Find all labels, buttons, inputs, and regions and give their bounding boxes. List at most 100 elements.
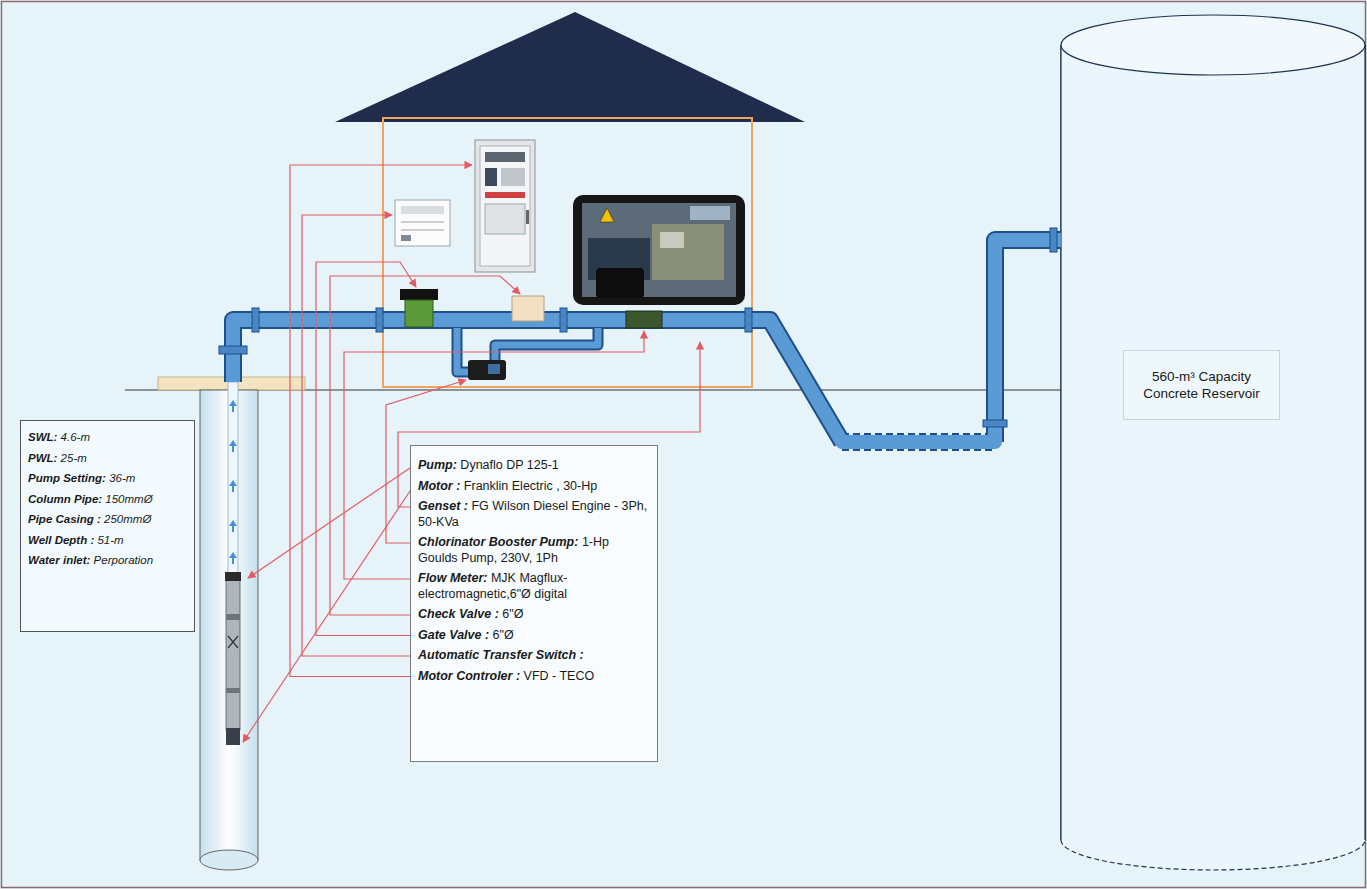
- spec-value: 250mmØ: [101, 513, 152, 525]
- spec-line: Pump: Dynaflo DP 125-1: [418, 458, 649, 474]
- spec-label: Automatic Transfer Switch :: [418, 648, 584, 662]
- check-valve: [512, 296, 544, 321]
- column-pipe: [228, 382, 238, 574]
- submersible-pump: [226, 580, 240, 730]
- spec-line: Pump Setting: 36-m: [28, 471, 188, 486]
- pump-band: [225, 572, 241, 581]
- gate-valve-cap: [400, 289, 438, 300]
- reservoir-name: 560-m³ Capacity Concrete Reservoir: [1132, 368, 1271, 402]
- spec-line: Motor : Franklin Electric , 30-Hp: [418, 479, 649, 495]
- spec-label: Gate Valve :: [418, 628, 489, 642]
- spec-line: Water inlet: Perporation: [28, 553, 188, 568]
- gate-valve: [405, 300, 433, 327]
- spec-label: Well Depth :: [28, 534, 94, 546]
- panel-part: [485, 152, 525, 162]
- spec-value: 25-m: [57, 452, 86, 464]
- spec-label: PWL:: [28, 452, 57, 464]
- reservoir-label: 560-m³ Capacity Concrete Reservoir: [1123, 350, 1280, 420]
- genset-photo: [582, 203, 736, 297]
- reservoir-body: [1061, 45, 1365, 840]
- leader-line: [243, 487, 413, 743]
- spec-label: Flow Meter:: [418, 571, 487, 585]
- spec-label: Pump:: [418, 458, 457, 472]
- panel-part: [485, 204, 525, 234]
- spec-value: 150mmØ: [102, 493, 153, 505]
- spec-value: Perporation: [90, 554, 153, 566]
- spec-line: Automatic Transfer Switch :: [418, 648, 649, 664]
- flow-arrow: [229, 552, 237, 564]
- switch-part: [401, 230, 444, 231]
- panel-part: [485, 168, 497, 186]
- switch-part: [401, 235, 411, 241]
- cabinet-door: [480, 146, 530, 266]
- control-panel: [475, 140, 535, 272]
- spec-line: Well Depth : 51-m: [28, 533, 188, 548]
- reservoir-side: [1061, 45, 1365, 840]
- spec-label: SWL:: [28, 431, 57, 443]
- pipe-flange: [376, 308, 383, 332]
- branch-pipe: [495, 328, 598, 362]
- panel-part: [501, 168, 525, 186]
- spec-value: Dynaflo DP 125-1: [457, 458, 559, 472]
- reservoir-side: [1061, 45, 1365, 840]
- house-roof: [335, 12, 805, 122]
- branch-pipe-outline: [495, 328, 598, 362]
- reservoir: [1061, 15, 1365, 870]
- control-cabinet: [475, 140, 535, 272]
- spec-value: 51-m: [94, 534, 123, 546]
- genset: [573, 195, 745, 305]
- well-bottom: [200, 850, 258, 870]
- spec-value: 36-m: [106, 472, 135, 484]
- spec-label: Pump Setting:: [28, 472, 106, 484]
- pipe-flange: [252, 308, 259, 332]
- spec-line: Genset : FG Wilson Diesel Engine - 3Ph, …: [418, 499, 649, 530]
- spec-line: Pipe Casing : 250mmØ: [28, 512, 188, 527]
- pump-band: [226, 688, 240, 693]
- spec-label: Motor Controler :: [418, 669, 520, 683]
- equipment-list-box: Pump: Dynaflo DP 125-1Motor : Franklin E…: [410, 445, 658, 762]
- switch-part: [401, 206, 444, 214]
- reservoir-top: [1061, 15, 1365, 75]
- flow-arrow: [229, 400, 237, 412]
- pipe-flange: [745, 308, 752, 332]
- reservoir-base: [1061, 840, 1365, 870]
- pump-mark: [228, 636, 238, 648]
- spec-label: Chlorinator Booster Pump:: [418, 535, 578, 549]
- spec-line: SWL: 4.6-m: [28, 430, 188, 445]
- flow-arrow: [229, 520, 237, 532]
- warning-sign: [600, 208, 614, 222]
- well: [200, 382, 258, 870]
- genset-frame: [573, 195, 745, 305]
- booster-pump-part: [488, 364, 500, 374]
- panel-part: [485, 192, 525, 198]
- spec-value: 6"Ø: [499, 607, 524, 621]
- spec-line: Motor Controler : VFD - TECO: [418, 669, 649, 685]
- pipe-flange: [219, 346, 247, 354]
- genset-engine: [596, 268, 644, 298]
- spec-line: PWL: 25-m: [28, 451, 188, 466]
- pipe-flange: [1050, 228, 1057, 252]
- flow-arrow: [229, 440, 237, 452]
- spec-line: Column Pipe: 150mmØ: [28, 492, 188, 507]
- pipe-outline: [233, 320, 842, 442]
- spec-value: 4.6-m: [57, 431, 90, 443]
- pipe-flange: [983, 420, 1007, 427]
- pump-motor: [226, 728, 240, 745]
- genset-photo-part: [652, 224, 724, 280]
- genset-photo-part: [690, 206, 730, 220]
- booster-pump: [468, 360, 506, 380]
- spec-line: Flow Meter: MJK Magflux-electromagnetic,…: [418, 571, 649, 602]
- pump-band: [226, 614, 240, 620]
- spec-label: Pipe Casing :: [28, 513, 101, 525]
- pipe-flange: [560, 308, 567, 332]
- well-data-box: SWL: 4.6-mPWL: 25-mPump Setting: 36-mCol…: [20, 420, 195, 632]
- spec-value: 6"Ø: [489, 628, 514, 642]
- spec-label: Check Valve :: [418, 607, 499, 621]
- genset-photo-part: [660, 232, 684, 248]
- spec-value: Franklin Electric , 30-Hp: [460, 479, 597, 493]
- switch-part: [401, 222, 444, 223]
